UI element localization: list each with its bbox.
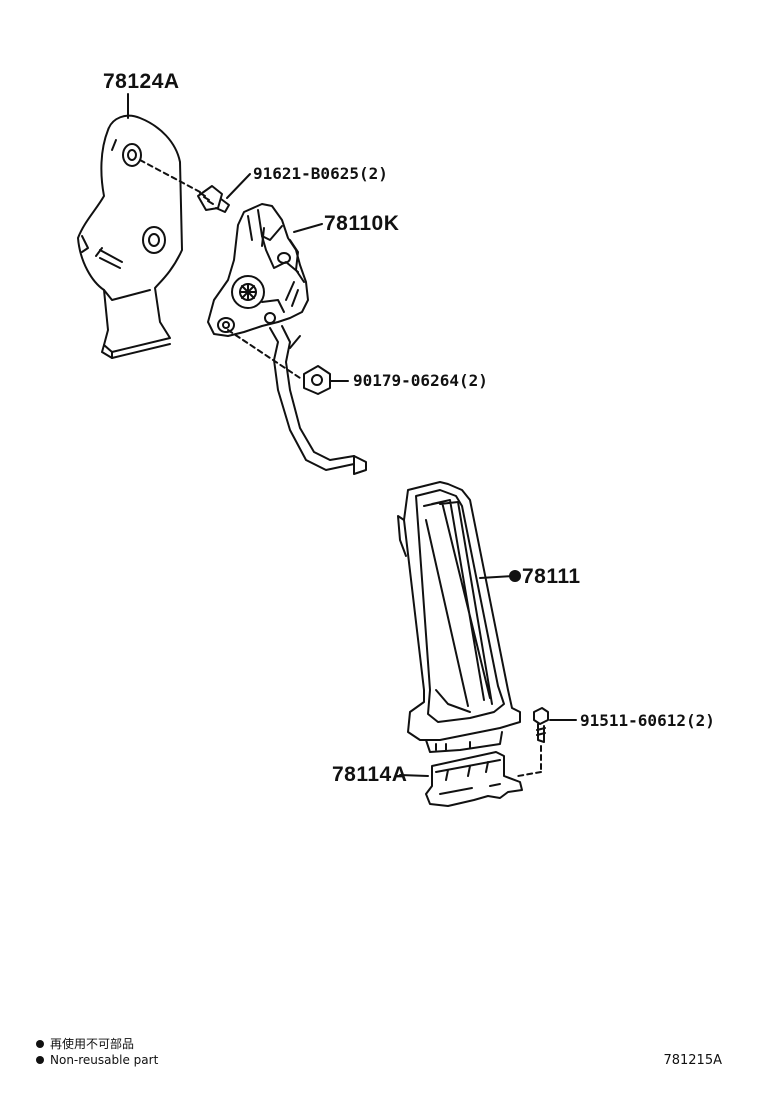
label-78111: 78111 [522, 565, 581, 588]
bullet-icon [36, 1056, 44, 1064]
sensor-78110K [207, 203, 367, 475]
legend-text-en: Non-reusable part [50, 1053, 159, 1067]
bolt-91621 [139, 159, 251, 213]
plate-78114A [399, 751, 523, 807]
label-78124A: 78124A [103, 70, 180, 93]
diagram-code: 781215A [663, 1053, 722, 1068]
pedal-78111 [397, 481, 521, 753]
legend-line-ja: 再使用不可部品 [36, 1035, 134, 1052]
label-78114A: 78114A [332, 763, 408, 786]
label-78111-group: 78111 [509, 565, 581, 589]
label-78110K: 78110K [324, 212, 400, 235]
bullet-icon [36, 1040, 44, 1048]
nut-90179 [227, 329, 349, 395]
label-90179: 90179-06264(2) [353, 371, 488, 390]
bolt-91511 [517, 707, 577, 777]
non-reusable-dot-icon [509, 570, 521, 582]
label-91511: 91511-60612(2) [580, 711, 715, 730]
bracket-78124A [77, 114, 183, 359]
legend-line-en: Non-reusable part [36, 1053, 158, 1067]
legend-text-ja: 再使用不可部品 [50, 1037, 135, 1051]
label-91621: 91621-B0625(2) [253, 164, 388, 183]
